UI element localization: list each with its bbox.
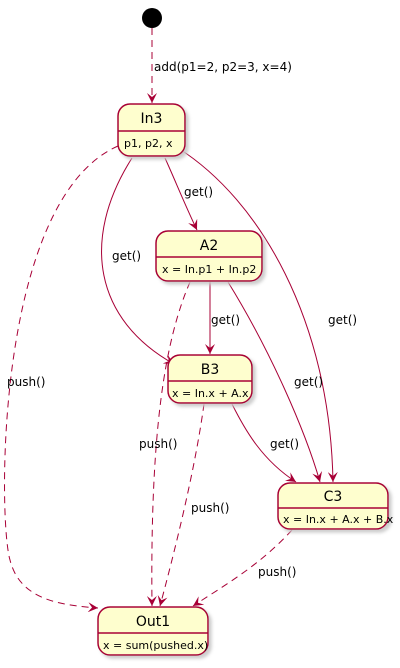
state-a2: A2 x = In.p1 + In.p2 (155, 230, 263, 282)
state-a2-body: x = In.p1 + In.p2 (162, 263, 256, 276)
edge-in3-out1 (4, 145, 119, 613)
edge-b3-c3 (231, 403, 297, 483)
state-c3-body: x = In.x + A.x + B.x (283, 513, 394, 526)
edge-labels: add(p1=2, p2=3, x=4) get() get() get() p… (7, 60, 357, 579)
state-b3-name: B3 (201, 362, 220, 378)
state-b3-body: x = In.x + A.x (172, 387, 249, 400)
edge-label-b3-out1: push() (191, 501, 229, 515)
state-in3: In3 p1, p2, x (117, 103, 186, 157)
edge-label-a2-c3: get() (294, 375, 323, 389)
state-out1-body: x = sum(pushed.x) (103, 639, 208, 652)
state-b3-box (167, 354, 253, 404)
edge-a2-out1 (146, 281, 191, 607)
start-node (142, 8, 162, 28)
edge-c3-out1 (192, 529, 293, 607)
state-out1-name: Out1 (136, 614, 170, 630)
state-in3-box (117, 103, 186, 157)
state-c3-box (277, 482, 389, 530)
edge-a2-c3 (227, 281, 323, 483)
state-out1-box (97, 606, 209, 656)
edge-label-a2-b3: get() (211, 313, 240, 327)
edge-b3-out1 (157, 403, 205, 607)
edge-label-in3-a2: get() (184, 185, 213, 199)
state-in3-body: p1, p2, x (124, 137, 173, 150)
edge-in3-b3 (101, 157, 175, 365)
edge-label-in3-c3: get() (328, 313, 357, 327)
edge-label-in3-b3: get() (112, 249, 141, 263)
edge-label-in3-out1: push() (7, 375, 45, 389)
state-out1: Out1 x = sum(pushed.x) (97, 606, 209, 656)
edge-label-c3-out1: push() (258, 565, 296, 579)
edge-label-b3-c3: get() (270, 437, 299, 451)
edge-in3-c3 (177, 147, 338, 483)
state-a2-name: A2 (200, 238, 218, 254)
state-in3-name: In3 (141, 111, 163, 127)
state-b3: B3 x = In.x + A.x (167, 354, 253, 404)
edge-label-a2-out1: push() (139, 437, 177, 451)
edge-label-start-in3: add(p1=2, p2=3, x=4) (154, 60, 292, 74)
edge-in3-a2 (164, 157, 198, 231)
edges (4, 28, 338, 613)
state-c3-name: C3 (324, 489, 343, 505)
state-a2-box (155, 230, 263, 282)
state-c3: C3 x = In.x + A.x + B.x (277, 482, 394, 530)
